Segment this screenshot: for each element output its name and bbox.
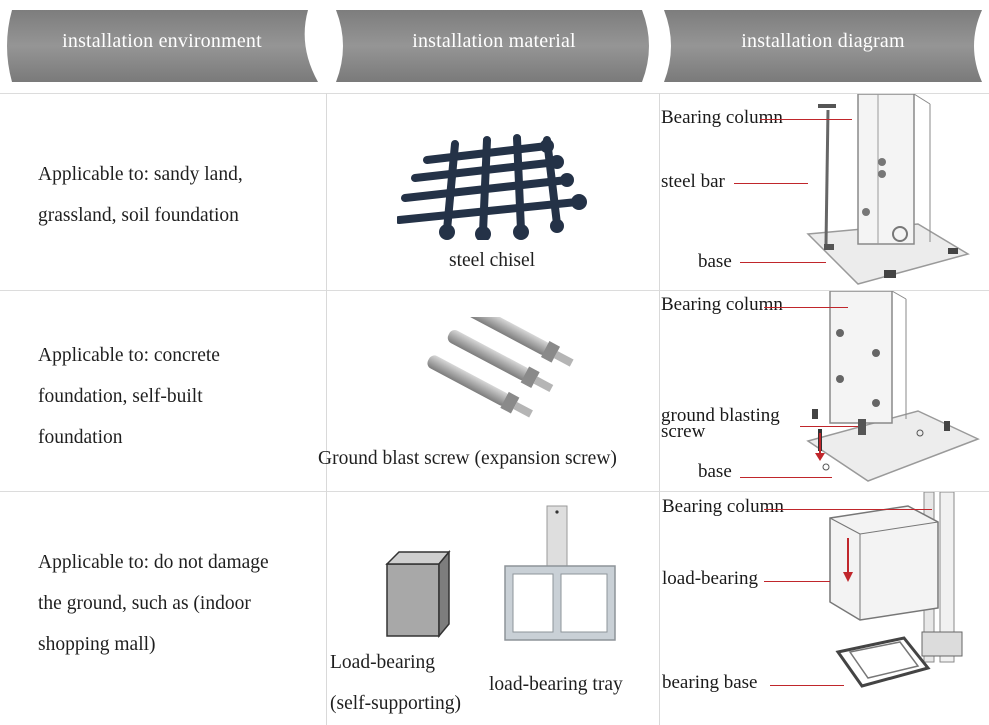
environment-line: shopping mall)	[38, 634, 156, 655]
column-divider	[326, 93, 327, 725]
load-bearing-tray-image	[504, 505, 616, 641]
row-1-environment: Applicable to: sandy land, grassland, so…	[0, 94, 326, 290]
material-label: (self-supporting)	[330, 693, 462, 714]
expansion-screw-image	[427, 317, 574, 418]
pointer-line	[770, 685, 844, 686]
diagram-label-bearing-column: Bearing column	[661, 107, 783, 128]
row-2-environment: Applicable to: concrete foundation, self…	[0, 291, 326, 491]
pointer-line	[764, 307, 848, 308]
header-installation-environment: installation environment	[2, 8, 322, 84]
row-3-material: Load-bearing (self-supporting) load-bear…	[327, 492, 659, 725]
banner-shape	[664, 10, 982, 82]
diagram-label-bearing-base: bearing base	[662, 672, 758, 693]
environment-line: foundation, self-built	[38, 386, 203, 407]
row-2-material: Ground blast screw (expansion screw)	[318, 291, 659, 491]
diagram-label-bearing-column: Bearing column	[661, 294, 783, 315]
pointer-line	[764, 509, 932, 510]
row-divider	[0, 290, 989, 291]
diagram-label-bearing-column: Bearing column	[662, 496, 784, 517]
banner-shape	[7, 10, 318, 82]
diagram-label-load-bearing: load-bearing	[662, 568, 759, 589]
row-divider	[0, 93, 989, 94]
header-installation-diagram: installation diagram	[660, 8, 986, 84]
pointer-line	[740, 477, 832, 478]
row-2-diagram: Bearing column ground blasting screw bas…	[660, 291, 989, 491]
material-label: Load-bearing	[330, 652, 436, 673]
diagram-label-steel-bar: steel bar	[661, 171, 725, 192]
pointer-line	[740, 262, 826, 263]
diagram-label-line: screw	[661, 421, 706, 442]
environment-line: grassland, soil foundation	[38, 205, 239, 226]
diagram-label-line: ground blasting	[661, 405, 780, 426]
environment-line: Applicable to: do not damage	[38, 552, 269, 573]
pointer-line	[760, 119, 852, 120]
steel-chisel-image	[397, 134, 587, 240]
material-label: Ground blast screw (expansion screw)	[318, 448, 617, 469]
column-divider	[659, 93, 660, 725]
environment-line: Applicable to: concrete	[38, 345, 220, 366]
diagram-label-base: base	[698, 251, 732, 272]
pointer-line	[800, 426, 858, 427]
header-label: installation material	[412, 30, 576, 52]
diagram-label-ground-blasting-screw: ground blasting screw	[661, 406, 780, 442]
header-label: installation diagram	[741, 30, 905, 52]
pointer-line	[764, 581, 830, 582]
material-label: steel chisel	[449, 250, 536, 271]
row-3-diagram: Bearing column load-bearing bearing base	[660, 492, 989, 725]
load-bearing-block-image	[385, 550, 451, 639]
row-divider	[0, 491, 989, 492]
pointer-line	[734, 183, 808, 184]
diagram-image	[829, 492, 963, 688]
diagram-image	[806, 291, 980, 482]
environment-line: the ground, such as (indoor	[38, 593, 251, 614]
banner-shape	[336, 10, 649, 82]
row-3-environment: Applicable to: do not damage the ground,…	[0, 492, 326, 725]
row-1-material: steel chisel	[327, 94, 659, 290]
diagram-label-base: base	[698, 461, 732, 482]
header-installation-material: installation material	[332, 8, 656, 84]
environment-line: Applicable to: sandy land,	[38, 164, 243, 185]
material-label: load-bearing tray	[489, 674, 623, 695]
environment-line: foundation	[38, 427, 123, 448]
row-1-diagram: Bearing column steel bar base	[660, 94, 989, 290]
header-label: installation environment	[62, 30, 262, 52]
diagram-image	[806, 94, 970, 285]
